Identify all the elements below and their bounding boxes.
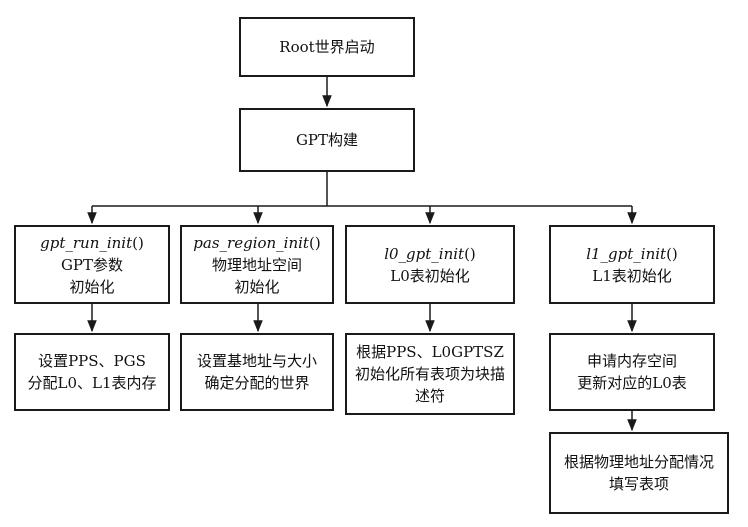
pas-region-init-function: pas_region_init()	[193, 232, 320, 254]
pas-region-init-line2: 物理地址空间	[211, 255, 302, 274]
alloc-memory-line1: 申请内存空间	[586, 352, 677, 370]
init-l0-entries-line1: 根据PPS、L0GPTSZ	[356, 343, 504, 361]
pas-region-init-box: pas_region_init() 物理地址空间 初始化	[180, 225, 334, 304]
l0-gpt-init-function: l0_gpt_init()	[384, 243, 476, 265]
gpt-run-init-fn-name: gpt_run_init	[40, 233, 133, 252]
gpt-build-label: GPT构建	[295, 131, 359, 149]
set-pps-pgs-box: 设置PPS、PGS 分配L0、L1表内存	[14, 333, 170, 411]
l0-gpt-init-line2: L0表初始化	[390, 266, 470, 285]
init-l0-entries-box: 根据PPS、L0GPTSZ 初始化所有表项为块描 述符	[345, 333, 515, 415]
gpt-run-init-box: gpt_run_init() GPT参数 初始化	[14, 225, 170, 304]
root-world-boot-box: Root世界启动	[239, 17, 415, 77]
root-world-boot-label: Root世界启动	[279, 38, 375, 56]
l1-gpt-init-line2: L1表初始化	[592, 266, 672, 285]
gpt-run-init-parens: ()	[132, 233, 144, 252]
l1-gpt-init-function: l1_gpt_init()	[586, 243, 678, 265]
l1-gpt-init-parens: ()	[666, 244, 678, 263]
set-pps-pgs-line1: 设置PPS、PGS	[38, 352, 146, 370]
gpt-run-init-line3: 初始化	[69, 277, 115, 296]
l1-gpt-init-fn-name: l1_gpt_init	[586, 244, 667, 263]
l0-gpt-init-box: l0_gpt_init() L0表初始化	[345, 225, 515, 304]
set-base-address-line2: 确定分配的世界	[204, 374, 310, 392]
l0-gpt-init-fn-name: l0_gpt_init	[384, 244, 465, 263]
l0-gpt-init-parens: ()	[464, 244, 476, 263]
init-l0-entries-line2: 初始化所有表项为块描	[354, 365, 505, 383]
init-l0-entries-line3: 述符	[414, 387, 445, 405]
gpt-run-init-line2: GPT参数	[60, 255, 124, 274]
gpt-build-box: GPT构建	[239, 108, 415, 172]
pas-region-init-parens: ()	[308, 233, 321, 252]
fill-entries-line1: 根据物理地址分配情况	[563, 453, 714, 471]
set-base-address-box: 设置基地址与大小 确定分配的世界	[180, 333, 334, 411]
fill-entries-line2: 填写表项	[608, 475, 669, 493]
gpt-run-init-function: gpt_run_init()	[40, 232, 144, 254]
alloc-memory-line2: 更新对应的L0表	[577, 374, 687, 392]
l1-gpt-init-box: l1_gpt_init() L1表初始化	[549, 225, 715, 304]
set-pps-pgs-line2: 分配L0、L1表内存	[27, 374, 157, 392]
pas-region-init-line3: 初始化	[234, 277, 280, 296]
fill-entries-box: 根据物理地址分配情况 填写表项	[549, 432, 729, 514]
alloc-memory-box: 申请内存空间 更新对应的L0表	[549, 333, 715, 411]
pas-region-init-fn-name: pas_region_init	[193, 233, 309, 252]
set-base-address-line1: 设置基地址与大小	[196, 352, 317, 370]
